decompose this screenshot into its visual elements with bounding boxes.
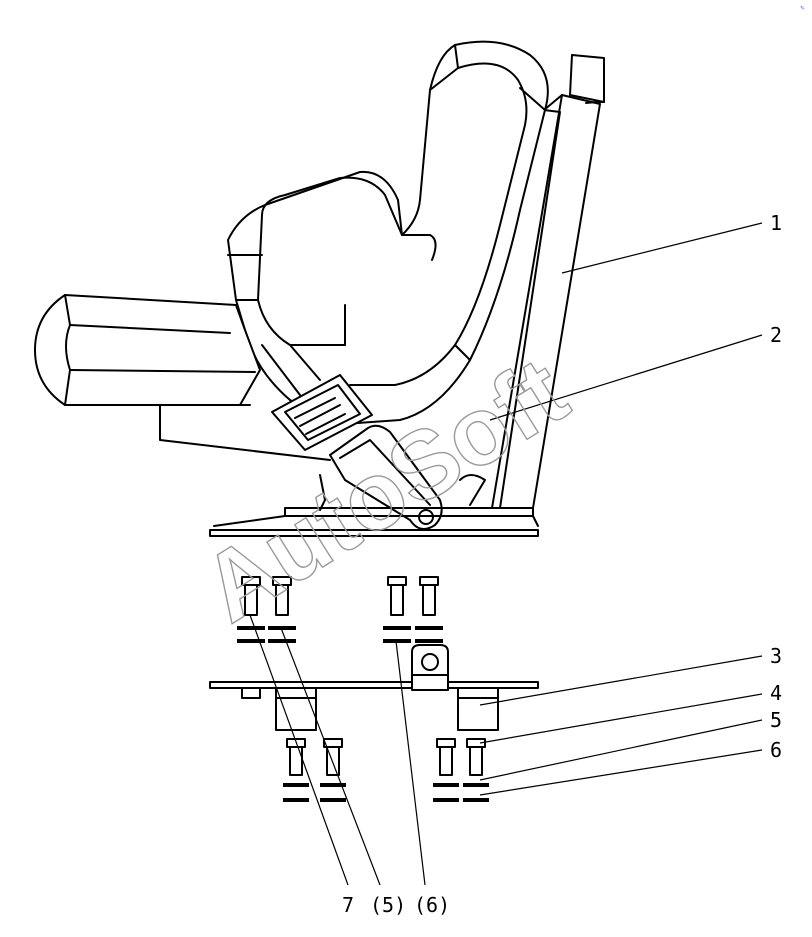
seat-cushion	[34, 294, 331, 461]
bolt	[463, 738, 489, 802]
upper-bolt-set	[237, 576, 443, 643]
callout-1: 1	[770, 211, 782, 235]
seat-backrest	[227, 40, 549, 426]
callout-5: 5	[770, 708, 782, 732]
bolt	[268, 576, 296, 643]
callout-labels: 1 2 3 4 5 6 7 (5) (6)	[342, 211, 782, 917]
bolt	[237, 576, 265, 643]
base-plate-upper	[209, 507, 539, 537]
seat-belt-buckle	[261, 344, 486, 530]
lower-bolt-set	[283, 738, 489, 802]
callout-5-paren: (5)	[370, 893, 406, 917]
bolt	[283, 738, 309, 802]
callout-2: 2	[770, 323, 782, 347]
leader-lines	[249, 222, 763, 886]
callout-3: 3	[770, 644, 782, 668]
callout-7: 7	[342, 893, 354, 917]
bolt	[320, 738, 346, 802]
corner-mark: ✎	[800, 5, 805, 12]
bolt	[433, 738, 459, 802]
bolt	[415, 576, 443, 643]
callout-6: 6	[770, 738, 782, 762]
callout-4: 4	[770, 681, 782, 705]
bolt	[383, 576, 411, 643]
callout-6-paren: (6)	[414, 893, 450, 917]
base-plate-lower	[209, 644, 539, 731]
